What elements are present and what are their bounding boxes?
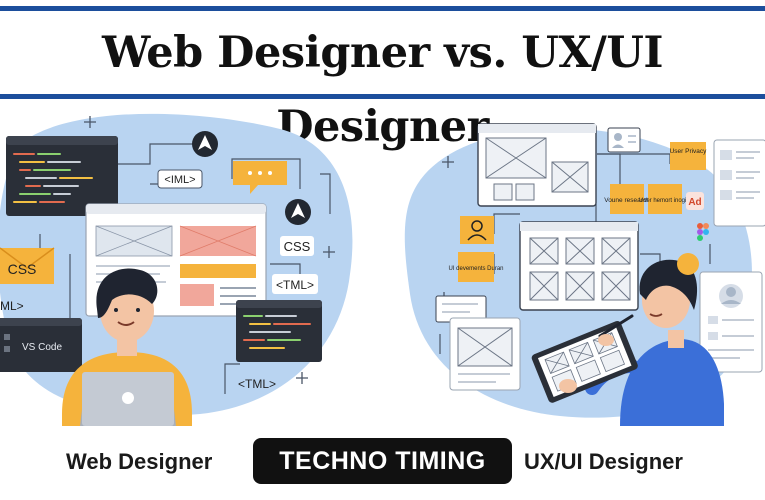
tml-label-2: <TML> [238,377,276,391]
ux-research-note: Voune research [604,184,650,214]
ux-wireframe-bottom-left [449,317,521,391]
page-title: Web Designer vs. UX/UI Designer [102,28,664,152]
comparison-illustration: <IML> CSS <TML> CSS ML> [0,113,765,426]
ux-wireframe-top [477,123,597,207]
web-designer-person [62,268,192,426]
tml-tag-1: <TML> [272,274,318,294]
css-tag-label: CSS [284,239,311,254]
css-tag: CSS [280,236,314,256]
code-window-bottom-right [236,300,322,362]
brand-badge: TECHNO TIMING [253,438,512,484]
speech-bubble-icon [233,161,287,194]
user-avatar-note [460,216,494,244]
user-insights-note: User hemort inogits [639,184,691,214]
figma-icon [697,223,709,241]
css-envelope-label: CSS [8,261,37,277]
iml-label: <IML> [164,174,195,186]
ui-documents-label: UI devements Duran [448,266,503,272]
ux-ui-designer-caption: UX/UI Designer [524,449,683,474]
user-privacy-note: User Privacy [670,142,708,170]
adobe-icon: Ad [686,192,704,210]
vscode-window: VS Code [0,318,82,372]
ml-label: ML> [0,299,24,313]
code-window-top-left [6,136,118,216]
user-insights-label: User hemort inogits [639,198,691,204]
web-designer-caption: Web Designer [66,449,213,474]
ux-research-label: Voune research [604,197,650,204]
message-card [435,295,487,323]
pen-tool-icon-1 [192,131,218,157]
title-bottom-rule [0,94,765,99]
vscode-label: VS Code [22,342,62,353]
user-card [607,127,641,153]
user-privacy-label: User Privacy [670,148,708,155]
css-envelope-icon: CSS [0,247,55,284]
tml-label-1: <TML> [276,278,314,292]
ui-documents-note: UI devements Duran [448,252,504,282]
profile-detail-card [699,271,763,373]
left-plus-marks [84,116,335,384]
pen-tool-icon-2 [285,199,311,225]
adobe-label: Ad [688,197,701,208]
ux-wireframe-middle [519,221,639,311]
top-rule [0,6,765,11]
iml-tag: <IML> [157,169,203,189]
ux-designer-person [531,253,724,426]
profile-list-card [713,139,765,227]
